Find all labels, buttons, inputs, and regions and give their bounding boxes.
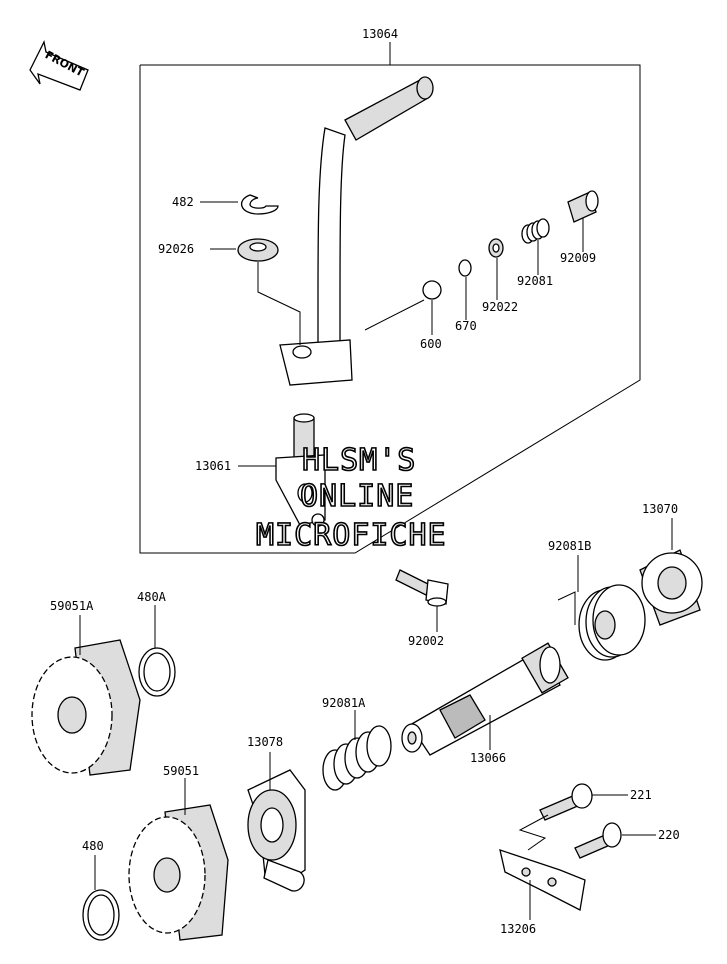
label-600: 600 [420,337,442,351]
cap-92009 [567,190,599,223]
gear-59051 [128,804,229,941]
part-labels: 13064 482 92026 92009 92081 92022 670 60… [50,27,680,936]
label-92022: 92022 [482,300,518,314]
label-220: 220 [658,828,680,842]
kick-shaft-13061 [275,413,326,527]
gear-59051A [31,639,141,776]
label-13078: 13078 [247,735,283,749]
washer-92022 [488,238,504,258]
label-92081: 92081 [517,274,553,288]
ratchet-13078 [247,769,306,892]
screw-221 [539,783,593,821]
label-13206: 13206 [500,922,536,936]
assembly-frame-13064 [139,42,641,554]
front-arrow-icon: FRONT [29,40,89,91]
label-482: 482 [172,195,194,209]
o-ring-670 [458,259,472,277]
circlip-480 [82,889,120,941]
watermark-line-2: ONLINE [300,479,414,514]
label-92081A: 92081A [322,696,366,710]
label-59051: 59051 [163,764,199,778]
collar-13070 [639,549,703,626]
label-670: 670 [455,319,477,333]
washer-92026 [237,238,279,262]
spring-92081 [521,218,550,244]
circlip-480A [138,647,176,697]
label-13070: 13070 [642,502,678,516]
label-59051A: 59051A [50,599,94,613]
label-480: 480 [82,839,104,853]
label-221: 221 [630,788,652,802]
label-480A: 480A [137,590,167,604]
label-13064: 13064 [362,27,398,41]
watermark-line-1: HLSM'S [302,443,416,478]
watermark-line-3: MICROFICHE [256,518,447,553]
spline-shaft-13066 [401,642,569,756]
ball-600 [422,280,442,300]
watermark: HLSM'S ONLINE MICROFICHE [255,442,447,554]
leader-lines [79,201,673,920]
guide-plate-13206 [499,849,586,911]
label-92026: 92026 [158,242,194,256]
label-92081B: 92081B [548,539,591,553]
circlip-482 [240,194,279,215]
kick-pedal-arm [279,76,434,386]
bolt-220 [574,822,622,859]
label-13061: 13061 [195,459,231,473]
spring-92081A [322,725,392,791]
label-92002: 92002 [408,634,444,648]
torsion-spring-92081B [557,584,646,661]
label-13066: 13066 [470,751,506,765]
bolt-92002 [395,569,449,607]
label-92009: 92009 [560,251,596,265]
